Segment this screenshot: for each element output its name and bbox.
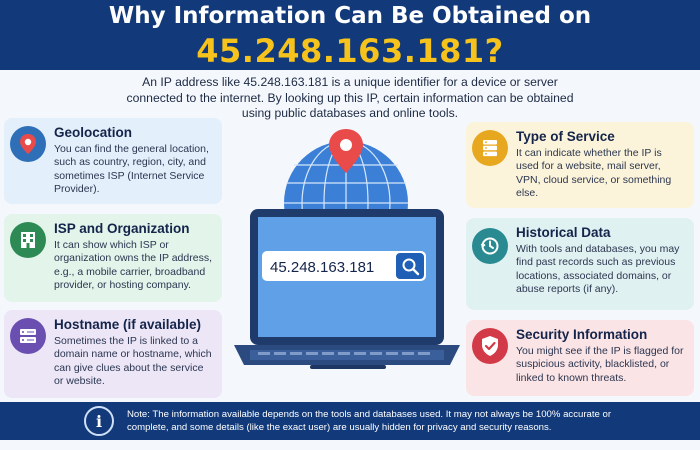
page-title-ip: 45.248.163.181? [196, 32, 504, 70]
type-of-service-card: Type of Service It can indicate whether … [466, 122, 694, 208]
hostname-title: Hostname (if available) [54, 317, 202, 332]
info-icon: i [84, 406, 114, 436]
map-pin-icon [329, 129, 363, 173]
shield-check-icon [472, 328, 508, 364]
intro-text: An IP address like 45.248.163.181 is a u… [126, 75, 574, 120]
security-info-title: Security Information [516, 327, 648, 342]
hostname-card: Hostname (if available) Sometimes the IP… [4, 310, 222, 398]
type-of-service-desc: It can indicate whether the IP is used f… [516, 147, 672, 199]
search-ip-text: 45.248.163.181 [270, 259, 374, 276]
security-info-card: Security Information You might see if th… [466, 320, 694, 396]
history-clock-icon [472, 228, 508, 264]
historical-data-desc: With tools and databases, you may find p… [516, 243, 680, 295]
geolocation-desc: You can find the general location, such … [54, 143, 209, 195]
footer-note: Note: The information available depends … [127, 409, 612, 433]
page-title: Why Information Can Be Obtained on [108, 3, 592, 29]
historical-data-title: Historical Data [516, 225, 611, 240]
map-pin-icon [10, 126, 46, 162]
footer-note-bar: i Note: The information available depend… [0, 402, 700, 440]
building-icon [10, 222, 46, 258]
isp-card: ISP and Organization It can show which I… [4, 214, 222, 302]
server-rack-icon [472, 130, 508, 166]
isp-title: ISP and Organization [54, 221, 190, 236]
isp-desc: It can show which ISP or organization ow… [54, 239, 212, 291]
hostname-desc: Sometimes the IP is linked to a domain n… [54, 335, 212, 387]
search-box: 45.248.163.181 [262, 251, 426, 281]
page-header: Why Information Can Be Obtained on 45.24… [0, 0, 700, 70]
geolocation-title: Geolocation [54, 125, 133, 140]
laptop-icon [234, 209, 460, 369]
laptop-illustration: 45.248.163.181 [230, 125, 466, 395]
search-icon [402, 258, 420, 276]
type-of-service-title: Type of Service [516, 129, 615, 144]
historical-data-card: Historical Data With tools and databases… [466, 218, 694, 310]
geolocation-card: Geolocation You can find the general loc… [4, 118, 222, 204]
security-info-desc: You might see if the IP is flagged for s… [516, 345, 684, 384]
server-icon [10, 318, 46, 354]
